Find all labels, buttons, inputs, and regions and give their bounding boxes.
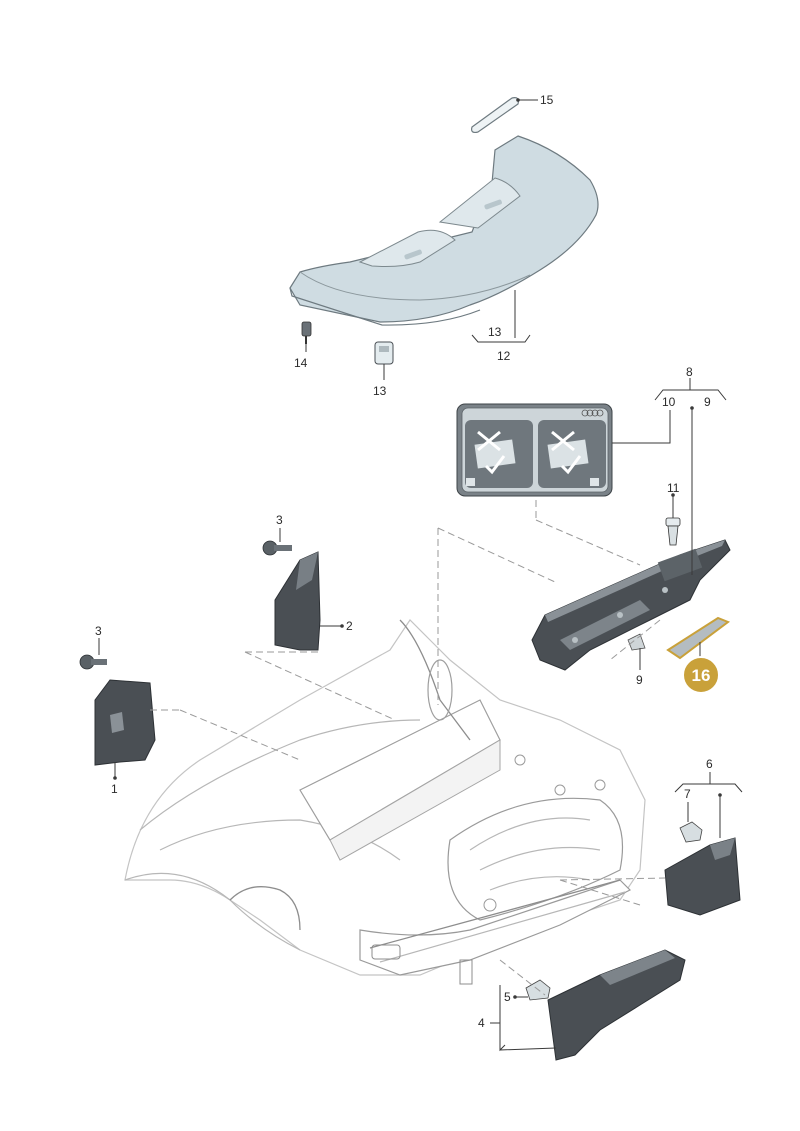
screw-11-icon (665, 517, 681, 546)
callout-14: 14 (294, 356, 308, 370)
highlight-badge-16[interactable]: 16 (682, 656, 720, 694)
cross-member-bracket-icon (531, 539, 731, 671)
callout-7: 7 (684, 787, 691, 801)
construction-lines (150, 500, 666, 996)
trim-panel-1-icon (94, 679, 156, 766)
car-body-shell-icon (124, 619, 646, 985)
clip-7-icon (679, 821, 703, 843)
trim-panel-2-icon (274, 551, 321, 651)
trim-panel-6-icon (664, 837, 741, 916)
callout-10: 10 (662, 395, 676, 409)
callout-labels: 15 13 12 14 13 8 10 9 11 9 3 2 3 1 6 7 5… (95, 93, 713, 1030)
screw-14-icon (301, 321, 312, 344)
callout-4: 4 (478, 1016, 485, 1030)
emblem-strip-icon (471, 97, 519, 134)
clip-13-icon (374, 341, 394, 365)
warning-label-icon (456, 403, 613, 497)
trim-panel-4-icon (547, 949, 686, 1061)
callout-3-upper: 3 (276, 513, 283, 527)
callout-16: 16 (692, 666, 711, 685)
callout-1: 1 (111, 782, 118, 796)
screw-3-lower-icon (79, 654, 107, 670)
callout-12: 12 (497, 349, 511, 363)
seal-16-icon (666, 616, 731, 660)
leader-lines (98, 98, 743, 1052)
callout-2: 2 (346, 619, 353, 633)
callout-15: 15 (540, 93, 554, 107)
screw-3-upper-icon (262, 540, 292, 556)
callout-13-clip: 13 (373, 384, 387, 398)
callout-5: 5 (504, 990, 511, 1004)
callout-8: 8 (686, 365, 693, 379)
callout-13-shelf: 13 (488, 325, 502, 339)
callout-9-lower: 9 (636, 673, 643, 687)
callout-3-lower: 3 (95, 624, 102, 638)
rear-shelf-panel-icon (289, 135, 599, 326)
callout-11: 11 (667, 481, 680, 495)
callout-6: 6 (706, 757, 713, 771)
callout-9-upper: 9 (704, 395, 711, 409)
